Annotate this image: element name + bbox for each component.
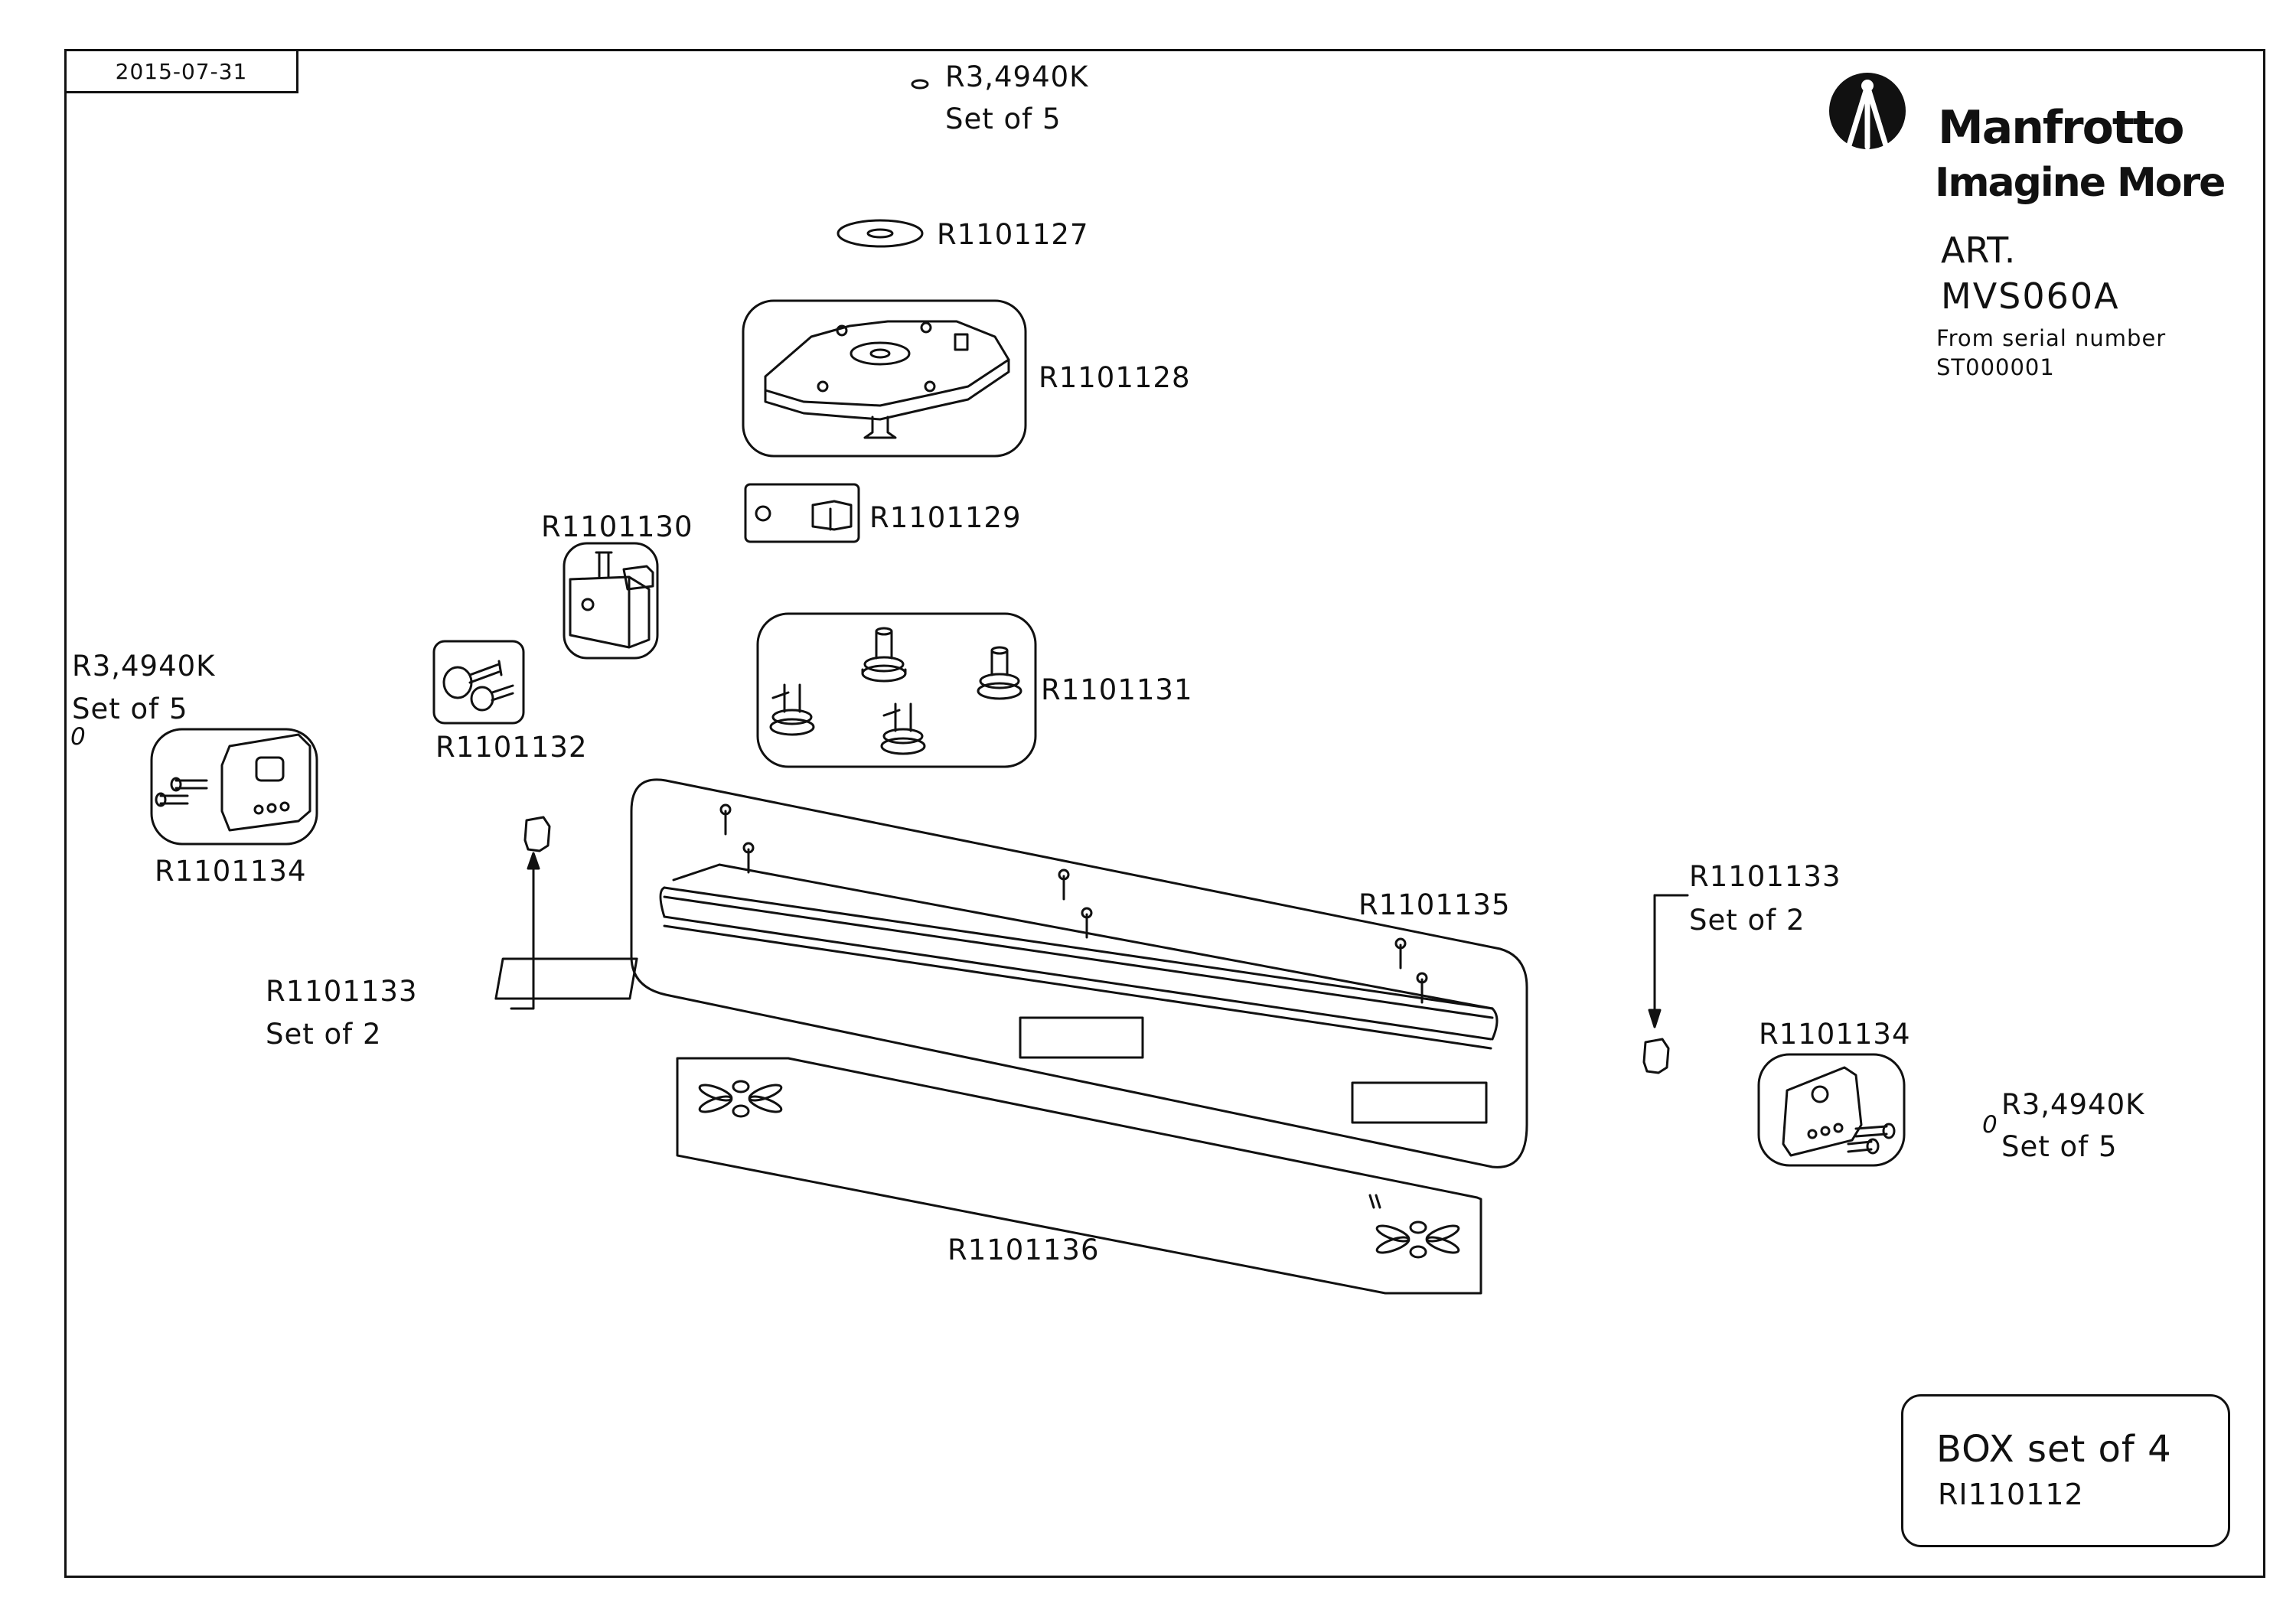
- rail-label: R1101135: [1358, 888, 1511, 921]
- ring-right-mark: 0: [1982, 1111, 1998, 1139]
- brand-tagline: Imagine More: [1935, 160, 2226, 206]
- manfrotto-logo-icon: [1829, 73, 1906, 150]
- end-plate-left-group: [150, 728, 318, 846]
- end-plate-left-label: R1101134: [155, 855, 307, 888]
- ring-top-set-label: Set of 5: [945, 103, 1062, 135]
- rollers-group: [756, 612, 1037, 768]
- ring-left-label: R3,4940K: [72, 650, 216, 683]
- feet-label: R1101136: [947, 1234, 1100, 1266]
- pad-right-group: [1642, 894, 1689, 1074]
- ring-top-label: R3,4940K: [945, 60, 1089, 93]
- brand-name: Manfrotto: [1938, 101, 2184, 155]
- ring-right-label: R3,4940K: [2001, 1088, 2145, 1121]
- pad-left-set-label: Set of 2: [266, 1018, 382, 1051]
- clamp-label: R1101130: [541, 510, 693, 543]
- clamp-group: [563, 542, 659, 660]
- end-plate-right-label: R1101134: [1759, 1018, 1911, 1051]
- block-label: R1101129: [869, 501, 1022, 534]
- washer-label: R1101127: [937, 218, 1089, 251]
- pad-left-group: [510, 816, 551, 1010]
- ring-left-mark: 0: [70, 723, 86, 751]
- box-panel: [1901, 1394, 2230, 1547]
- feet-group: [676, 1057, 1482, 1295]
- art-code: MVS060A: [1941, 275, 2120, 317]
- rail-group: [494, 778, 1528, 1168]
- block-group: [744, 483, 860, 543]
- ring-left-set-label: Set of 5: [72, 693, 188, 725]
- box-title: BOX set of 4: [1936, 1428, 2172, 1471]
- art-label: ART.: [1941, 230, 2016, 271]
- ring-icon-top: [911, 79, 929, 90]
- pad-left-label: R1101133: [266, 975, 418, 1008]
- plate-label: R1101128: [1039, 361, 1191, 394]
- serial-value: ST000001: [1936, 354, 2055, 380]
- ring-right-set-label: Set of 5: [2001, 1130, 2118, 1163]
- knobs-label: R1101132: [435, 731, 588, 764]
- rollers-label: R1101131: [1041, 673, 1193, 706]
- box-code: RI110112: [1938, 1478, 2084, 1511]
- drawing-frame: [64, 49, 2265, 1578]
- knobs-group: [432, 640, 525, 725]
- pad-right-label: R1101133: [1689, 860, 1841, 893]
- date-stamp: 2015-07-31: [64, 49, 298, 93]
- serial-label: From serial number: [1936, 325, 2167, 351]
- plate-group: [742, 299, 1027, 458]
- end-plate-right-group: [1757, 1053, 1906, 1167]
- washer-icon: [837, 219, 924, 248]
- pad-right-set-label: Set of 2: [1689, 904, 1805, 937]
